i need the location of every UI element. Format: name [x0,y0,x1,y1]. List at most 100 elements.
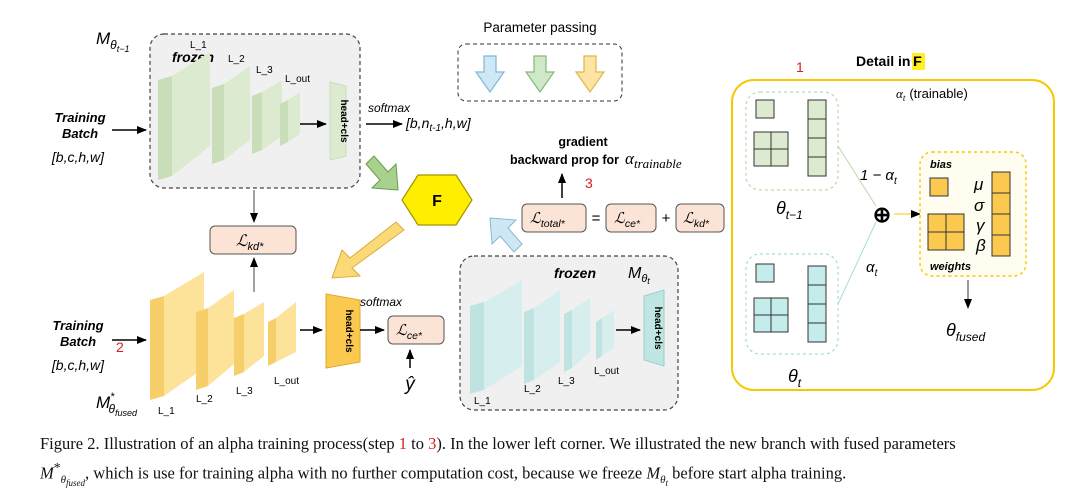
bottom-model-label: M*θfused [96,391,138,418]
loss-total-box [521,203,587,233]
frozen-t-model-label: Mθt [628,265,650,286]
frozen-t-head-label: head+cls [652,306,663,350]
theta-t-weights [753,297,789,333]
frozen-t-layer-label-2: L_2 [524,384,541,395]
theta-prev-label: θt−1 [776,198,803,222]
fused-bias [929,177,949,197]
top-head-block [329,81,347,161]
theta-t-bias [755,263,775,283]
big-arrow-blue-to-f [489,217,523,253]
bottom-layer-3 [234,302,264,376]
alpha-label: αt [866,259,879,279]
top-head-label: head+cls [338,99,349,143]
theta-prev-group [745,91,839,191]
loss-kd-label: ℒkd* [236,233,264,253]
step-3-label: 3 [585,175,593,191]
bottom-layer-label-3: L_3 [236,386,253,397]
loss-plus: + [662,210,671,227]
big-arrow-yellow-from-f [331,221,405,279]
bottom-input-label: Training [52,318,103,333]
top-layer-2 [212,66,250,164]
frozen-t-layer-label-out: L_out [594,366,619,377]
top-input-label: Training [54,110,105,125]
bottom-input-label-2: Batch [60,334,96,349]
top-input-label-2: Batch [62,126,98,141]
bias-label: bias [930,159,952,171]
top-layer-label-1: L_1 [190,40,207,51]
fused-weights [927,213,965,251]
bn-param-gamma: γ [976,216,986,235]
top-model-label: Mθt−1 [96,29,129,54]
bottom-head-block [325,293,361,369]
bottom-loss-ce-label: ℒce* [396,322,423,342]
loss-ce-box [605,203,657,233]
frozen-t-label: frozen [554,265,596,281]
loss-kd-eq-box [675,203,725,233]
loss-kd-eq-label: ℒkd* [683,210,710,230]
fuse-node-f [401,174,473,226]
bottom-layer-1 [150,272,204,400]
top-layer-label-out: L_out [285,74,310,85]
combine-line-from-prev [837,145,877,207]
bottom-layer-label-2: L_2 [196,394,213,405]
bn-param-mu: μ [973,175,984,194]
big-arrow-green-to-f [365,155,399,191]
top-layer-1 [158,52,210,180]
combine-line-from-t [837,221,877,305]
bottom-loss-ce-box [387,315,445,345]
weights-label: weights [930,261,971,273]
fuse-node-label: F [432,193,442,210]
frozen-t-head-block [643,289,665,367]
fused-bn [991,171,1011,257]
alpha-trainable-note: αt(trainable) [896,86,968,103]
bottom-layer-label-1: L_1 [158,406,175,417]
bottom-head-label: head+cls [343,309,354,353]
theta-prev-weights [753,131,789,167]
step-1-label: 1 [796,59,804,75]
param-arrow-green [524,55,556,94]
bottom-layer-out [268,302,296,366]
top-softmax-label: softmax [368,101,411,115]
top-layer-3 [252,80,282,154]
theta-t-bn [807,265,827,343]
bottom-softmax-label: softmax [360,295,403,309]
gradient-label: gradient [558,135,608,149]
theta-prev-bn [807,99,827,177]
theta-prev-bias [755,99,775,119]
top-layer-label-2: L_2 [228,54,245,65]
loss-total-label: ℒtotal* [530,210,566,230]
frozen-t-layer-label-1: L_1 [474,396,491,407]
alpha-training-diagram: Mθt−1 frozen L_1 L_2 L_3 L_out head+cls … [51,20,1055,418]
frozen-t-layer-2 [524,290,560,384]
frozen-t-layer-label-3: L_3 [558,376,575,387]
theta-fused-label: θfused [946,320,985,344]
bn-param-sigma: σ [974,196,985,215]
top-input-shape: [b,c,h,w] [51,149,105,165]
top-layer-out [280,92,300,146]
param-arrow-blue [474,55,506,94]
plus-symbol: ⊕ [873,202,891,227]
ground-truth-label: ŷ [403,374,416,395]
figure-caption: Figure 2. Illustration of an alpha train… [40,434,956,488]
parameter-passing-title: Parameter passing [483,20,596,35]
bn-param-beta: β [975,236,986,255]
loss-kd-box [209,225,297,255]
bottom-layer-2 [196,290,234,390]
step-2-label: 2 [116,339,124,355]
bottom-layer-label-out: L_out [274,376,299,387]
frozen-t-layer-3 [564,298,590,372]
top-layer-label-3: L_3 [256,65,273,76]
loss-ce-label: ℒce* [614,210,641,230]
bottom-input-shape: [b,c,h,w] [51,357,105,373]
frozen-t-layer-out [596,310,614,360]
frozen-t-layer-1 [470,280,522,394]
theta-t-label: θt [788,366,802,390]
detail-title-letter-overlay: F [913,53,922,69]
loss-equals: = [592,210,601,227]
top-output-shape: [b,nt-1,h,w] [405,115,472,134]
param-arrow-yellow [574,55,606,94]
one-minus-alpha-label: 1 − αt [860,167,898,187]
detail-title-highlight [912,53,925,70]
